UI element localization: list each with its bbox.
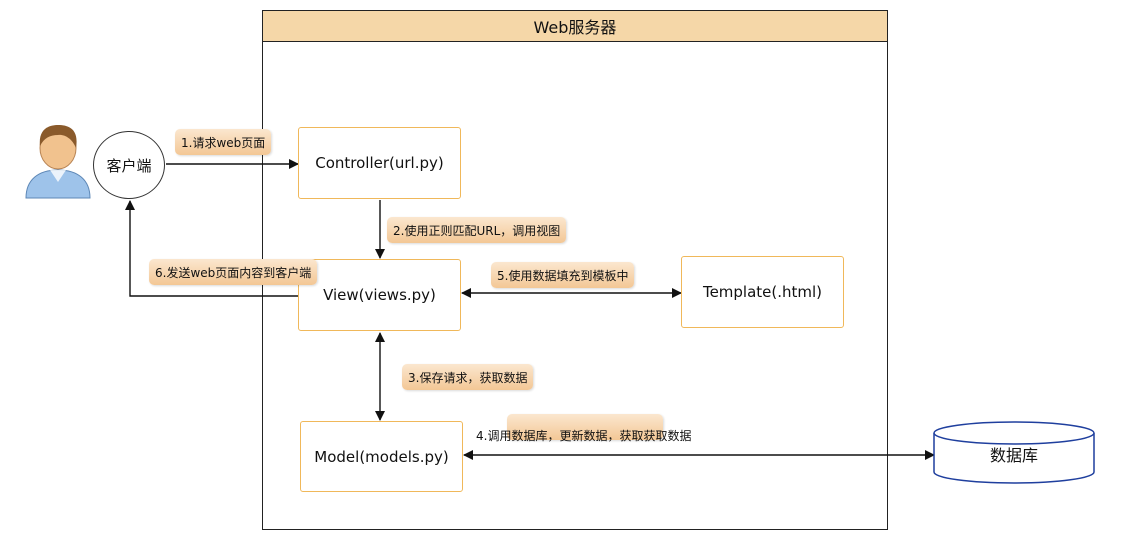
template-label: Template(.html) [702, 283, 823, 301]
step-5-tag: 5.使用数据填充到模板中 [491, 262, 635, 288]
step-6-tag: 6.发送web页面内容到客户端 [149, 259, 318, 285]
step-4-tag-bg [507, 414, 663, 440]
controller-label: Controller(url.py) [315, 154, 444, 172]
template-node: Template(.html) [681, 256, 844, 328]
client-label: 客户端 [106, 156, 152, 175]
model-label: Model(models.py) [314, 447, 449, 466]
database-cylinder [933, 421, 1095, 484]
view-label: View(views.py) [323, 286, 436, 304]
user-avatar-icon [25, 125, 91, 199]
step-1-tag: 1.请求web页面 [175, 129, 272, 155]
step-4-label: 4.调用数据库，更新数据，获取获取数据 [476, 429, 692, 443]
step-3-tag: 3.保存请求，获取数据 [402, 364, 534, 390]
view-node: View(views.py) [298, 259, 461, 331]
database-label: 数据库 [989, 446, 1038, 465]
arrow-view-to-client [125, 200, 298, 297]
step-2-tag: 2.使用正则匹配URL，调用视图 [387, 217, 567, 243]
web-server-title: Web服务器 [262, 10, 888, 42]
client-node: 客户端 [93, 131, 165, 199]
model-node: Model(models.py) [300, 421, 463, 492]
controller-node: Controller(url.py) [298, 127, 461, 199]
